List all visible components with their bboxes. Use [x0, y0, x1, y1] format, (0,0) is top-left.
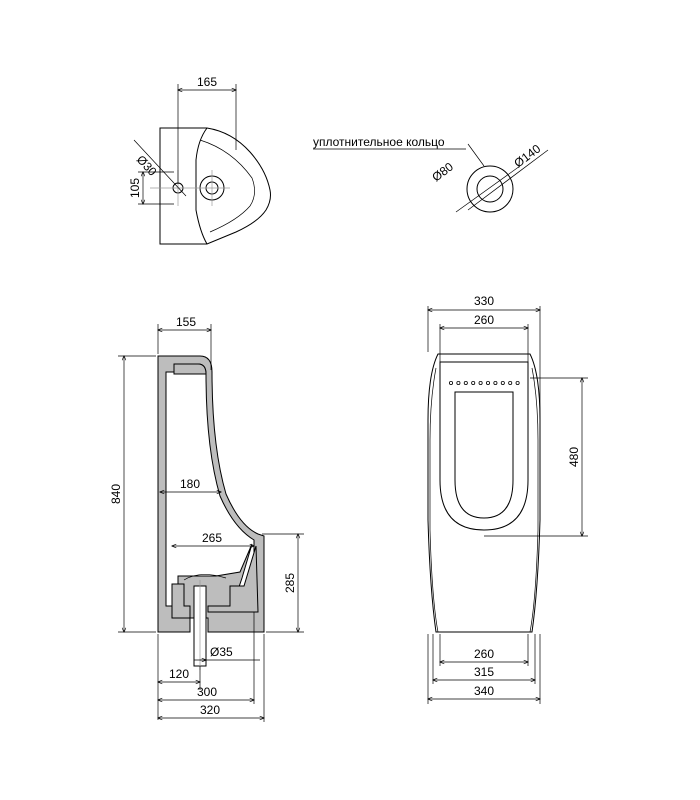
leader-dia-80 — [455, 165, 521, 213]
front-view: 330 260 480 260 315 340 — [428, 294, 588, 704]
dim-dia-140: Ø140 — [511, 141, 543, 170]
dim-165: 165 — [197, 75, 217, 89]
leader-dia-140 — [467, 149, 549, 211]
top-view-inner-bowl — [195, 127, 208, 245]
front-body-inner-left — [429, 367, 439, 633]
dim-315: 315 — [474, 665, 494, 679]
dim-dia-30: Ø30 — [134, 152, 160, 178]
spray-hole — [478, 380, 483, 385]
front-body — [427, 353, 541, 633]
top-view-inner-edge — [199, 139, 255, 233]
dim-300: 300 — [197, 685, 217, 699]
dim-265: 265 — [202, 531, 222, 545]
dim-dia-35: Ø35 — [210, 645, 233, 659]
dim-dia-80: Ø80 — [429, 159, 456, 184]
spray-hole — [500, 380, 505, 385]
side-trap — [171, 583, 191, 619]
sealing-ring-view: уплотнительное кольцо Ø140 Ø80 — [313, 135, 549, 213]
dim-155: 155 — [176, 315, 196, 329]
spray-hole — [448, 380, 453, 385]
spray-hole — [463, 380, 468, 385]
leader-dia-30 — [133, 139, 187, 197]
dim-260-top: 260 — [474, 313, 494, 327]
front-bowl-inner — [454, 391, 514, 519]
spray-holes — [448, 380, 520, 385]
side-view: 155 840 180 265 285 Ø35 120 300 — [109, 315, 304, 722]
top-view: 165 Ø30 105 — [128, 75, 271, 245]
dim-120: 120 — [169, 667, 189, 681]
dim-330: 330 — [474, 294, 494, 308]
ring-outer — [466, 165, 514, 213]
front-body-inner-right — [529, 367, 539, 633]
top-view-outline — [159, 127, 271, 245]
dim-320: 320 — [200, 703, 220, 717]
dim-480: 480 — [567, 447, 581, 467]
dim-285: 285 — [283, 573, 297, 593]
dim-180: 180 — [180, 477, 200, 491]
spray-hole — [493, 380, 498, 385]
spray-hole — [508, 380, 513, 385]
spray-hole — [515, 380, 520, 385]
dim-105: 105 — [128, 178, 142, 198]
spray-hole — [485, 380, 490, 385]
ring-label: уплотнительное кольцо — [313, 135, 445, 149]
dim-840: 840 — [109, 484, 123, 504]
spray-hole — [456, 380, 461, 385]
spray-hole — [471, 380, 476, 385]
dim-260-bottom: 260 — [474, 647, 494, 661]
front-bowl-outer — [439, 361, 529, 531]
dim-340: 340 — [474, 684, 494, 698]
ring-inner — [476, 175, 504, 203]
